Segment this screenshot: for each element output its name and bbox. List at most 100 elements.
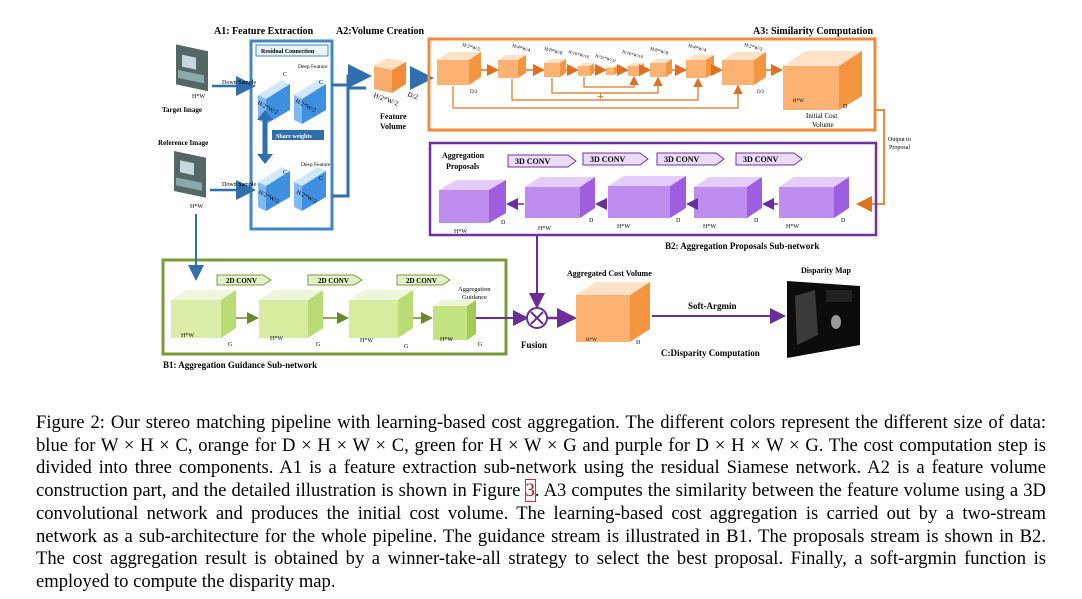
b1-conv-3: 2D CONV	[406, 277, 437, 285]
a3-title: A3: Similarity Computation	[753, 26, 873, 37]
c-top-1: C	[283, 72, 287, 78]
softargmin-label: Soft-Argmin	[688, 301, 737, 311]
b1-g-3: G	[404, 344, 409, 350]
a3-scale-label-4: H/32*W/32	[595, 53, 617, 63]
disparity-map-image	[787, 281, 860, 358]
b1-hw-1: H*W	[181, 333, 194, 339]
a1-hw-top: H*W	[192, 94, 205, 100]
b1-g-2: G	[316, 342, 321, 348]
feature-block-top-2	[294, 80, 326, 124]
fusion-icon	[526, 307, 548, 329]
c-title: C:Disparity Computation	[661, 348, 760, 358]
b2-hw-5: H*W	[786, 224, 799, 230]
c-bottom-2: C	[319, 176, 323, 182]
b2-d-1: D	[501, 220, 506, 226]
a3-box	[427, 37, 877, 132]
b2-conv-4: 3D CONV	[743, 155, 779, 164]
residual-label: Residual Connection	[261, 49, 315, 55]
b1-conv-banners	[216, 274, 451, 286]
aggregated-cost-cube	[576, 282, 650, 342]
b2-hw-4: H*W	[703, 224, 716, 230]
pipeline-diagram: A1: Feature Extraction Residual Connecti…	[158, 26, 911, 370]
target-image-label: Target Image	[162, 106, 202, 114]
a1-box	[249, 39, 334, 231]
down-sample-bottom: Down Sample	[222, 182, 257, 188]
a1-title: A1: Feature Extraction	[214, 26, 314, 37]
deep-feature-bottom: Deep Feature	[301, 162, 331, 168]
aggregation-proposals-1: Aggregation	[442, 151, 485, 160]
b1-hw-4: H*W	[440, 337, 453, 343]
c-bottom-1: C	[283, 170, 287, 176]
a3-scale-label-3: H/16*W/16	[568, 49, 591, 60]
b2-hw-2: H*W	[538, 226, 551, 232]
figure-caption: Figure 2: Our stereo matching pipeline w…	[36, 412, 1046, 594]
b2-title: B2: Aggregation Proposals Sub-network	[665, 241, 819, 251]
aggregation-proposals-2: Proposals	[446, 162, 479, 171]
b1-conv-1: 2D CONV	[226, 277, 257, 285]
a3-scale-label-6: H/8*W/8	[649, 47, 669, 57]
share-down-head	[257, 154, 273, 164]
b1-title: B1: Aggregation Guidance Sub-network	[163, 360, 317, 370]
feature-block-bottom-2	[294, 167, 326, 211]
a3-encoder-decoder	[437, 52, 766, 85]
b1-volumes	[171, 290, 476, 340]
reference-image-label: Reference Image	[158, 139, 208, 147]
b1-g-4: G	[478, 342, 483, 348]
feature-volume-label-1: Feature	[380, 112, 407, 121]
a3-scale-label-2: H/8*W/8	[543, 47, 563, 57]
a2-h2w2: H/2*W/2	[372, 91, 400, 108]
a3-scale-label-0: H/2*W/2	[461, 43, 481, 53]
b2-d-3: D	[676, 218, 681, 224]
a3-d2-label-right: D/2	[757, 90, 765, 95]
b1-conv-2: 2D CONV	[318, 277, 349, 285]
a3-scale-label-8: H/2*W/2	[743, 43, 763, 53]
a1-to-a2-top	[332, 64, 372, 88]
c-d: D	[636, 340, 641, 346]
a2-title: A2:Volume Creation	[336, 26, 424, 37]
a3-skip-connections	[452, 75, 743, 109]
output-to-proposal-1: Output to	[888, 137, 911, 143]
a3-scale-label-5: H/16*W/16	[622, 49, 645, 60]
b2-conv-banners	[507, 152, 803, 168]
feature-block-bottom-1	[258, 167, 290, 211]
b2-hw-1: H*W	[454, 229, 467, 235]
b2-conv-2: 3D CONV	[590, 155, 626, 164]
share-weights-box	[272, 130, 324, 140]
target-image	[176, 44, 208, 92]
disparity-map-label: Disparity Map	[801, 266, 852, 275]
b2-hw-3: H*W	[617, 224, 630, 230]
residual-banner	[255, 44, 329, 57]
deep-feature-top: Deep Feature	[298, 64, 328, 70]
down-sample-top: Down Sample	[222, 80, 257, 86]
a2-d2: D/2	[406, 90, 419, 101]
initial-hw: H*W	[793, 99, 804, 104]
b1-g-1: G	[228, 342, 233, 348]
share-up-head	[257, 110, 273, 120]
b2-volumes	[439, 176, 849, 223]
b2-d-2: D	[589, 218, 594, 224]
b1-box	[161, 258, 508, 356]
feature-volume-label-2: Volume	[380, 122, 406, 131]
initial-d: D	[843, 104, 848, 110]
feature-volume-cube	[374, 58, 406, 93]
a3-d2-label: D/2	[470, 90, 478, 95]
figure-reference-link[interactable]: 3	[524, 479, 536, 503]
a1-to-a2-bottom	[332, 86, 366, 198]
caption-part-2: . A3 computes the similarity between the…	[36, 480, 1046, 592]
reference-image	[174, 150, 206, 198]
initial-cost-volume-cube	[783, 51, 862, 110]
b2-box	[428, 141, 878, 237]
b2-conv-1: 3D CONV	[515, 157, 551, 166]
caption-part-1: Figure 2: Our stereo matching pipeline w…	[36, 412, 1046, 502]
c-hw: H*W	[586, 338, 597, 343]
b1-hw-2: H*W	[270, 336, 283, 342]
aggregation-guidance-2: Guidance	[462, 294, 487, 301]
b2-d-4: D	[754, 218, 759, 224]
initial-cost-label-1: Initial Cost	[806, 112, 837, 120]
a3-scale-label-1: H/4*W/4	[511, 44, 531, 54]
a1-hw-bottom: H*W	[190, 204, 203, 210]
a3-to-b2-arrow	[856, 109, 885, 212]
a3-scale-label-7: H/4*W/4	[687, 44, 707, 54]
aggregated-cost-label: Aggregated Cost Volume	[567, 269, 652, 278]
c-top-2: C	[319, 80, 323, 86]
